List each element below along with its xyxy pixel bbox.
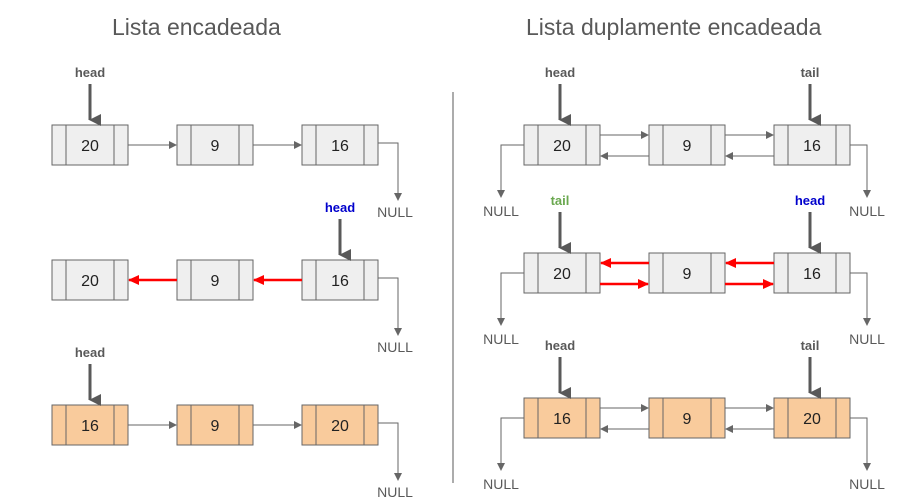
- singly-row-1-node-1-value: 9: [211, 273, 220, 290]
- doubly-row-2-node-1-value: 9: [683, 411, 692, 428]
- doubly-row-0-null-left-label: NULL: [483, 203, 519, 219]
- doubly-row-2-node-2-box: [773, 397, 851, 439]
- singly-row-2-node-2-value: 20: [331, 418, 349, 435]
- doubly-row-1-node-0-value: 20: [553, 266, 571, 283]
- singly-row-0-node-0-box: [51, 124, 129, 166]
- doubly-row-1-node-2-box: [773, 252, 851, 294]
- doubly-row-0-node-2-value: 16: [803, 138, 821, 155]
- singly-row-2-node-1-value: 9: [211, 418, 220, 435]
- singly-row-0-null-label: NULL: [377, 204, 413, 220]
- doubly-row-2-node-1-box: [648, 397, 726, 439]
- doubly-row-0-node-2-box: [773, 124, 851, 166]
- doubly-row-0-null-right-link: [850, 144, 871, 198]
- singly-row-1-null-link: [378, 277, 402, 336]
- doubly-row-2-pointer-1-label: tail: [801, 338, 820, 353]
- singly-row-2-node-0-value: 16: [81, 418, 99, 435]
- doubly-row-0-node-1-box: [648, 124, 726, 166]
- singly-row-2-node-1-box: [176, 404, 254, 446]
- doubly-row-1-null-left-label: NULL: [483, 331, 519, 347]
- doubly-row-1-node-1-box: [648, 252, 726, 294]
- singly-row-2-node-0-box: [51, 404, 129, 446]
- doubly-row-2-null-right-label: NULL: [849, 476, 885, 492]
- singly-linked-list-title: Lista encadeada: [112, 14, 281, 40]
- singly-row-1-null-label: NULL: [377, 339, 413, 355]
- doubly-row-2-null-left-link: [497, 417, 524, 471]
- doubly-row-0-node-1-value: 9: [683, 138, 692, 155]
- singly-row-2-null-label: NULL: [377, 484, 413, 500]
- singly-row-2-node-2-box: [301, 404, 379, 446]
- singly-row-0-null-link: [378, 142, 402, 201]
- singly-row-0-node-2-value: 16: [331, 138, 349, 155]
- doubly-row-2-node-0-value: 16: [553, 411, 571, 428]
- singly-row-0-node-0-value: 20: [81, 138, 99, 155]
- doubly-row-0-pointer-0-label: head: [545, 65, 575, 80]
- singly-row-1-node-0-value: 20: [81, 273, 99, 290]
- doubly-row-1-null-left-link: [497, 272, 524, 326]
- singly-row-1-node-2-value: 16: [331, 273, 349, 290]
- doubly-row-1-null-right-link: [850, 272, 871, 326]
- doubly-row-2-node-2-value: 20: [803, 411, 821, 428]
- doubly-linked-list-title: Lista duplamente encadeada: [526, 14, 822, 40]
- doubly-row-1-pointer-1-label: head: [795, 193, 825, 208]
- doubly-row-2-pointer-0-label: head: [545, 338, 575, 353]
- singly-row-2-pointer-0-label: head: [75, 345, 105, 360]
- singly-row-0-node-2-box: [301, 124, 379, 166]
- doubly-row-1-node-2-value: 16: [803, 266, 821, 283]
- singly-row-0-node-1-value: 9: [211, 138, 220, 155]
- doubly-row-0-node-0-value: 20: [553, 138, 571, 155]
- singly-row-0-node-1-box: [176, 124, 254, 166]
- doubly-row-2-null-left-label: NULL: [483, 476, 519, 492]
- doubly-row-0-null-left-link: [497, 144, 524, 198]
- doubly-row-1-node-1-value: 9: [683, 266, 692, 283]
- singly-row-0-pointer-0-label: head: [75, 65, 105, 80]
- doubly-row-0-pointer-1-label: tail: [801, 65, 820, 80]
- doubly-row-2-null-right-link: [850, 417, 871, 471]
- doubly-row-2-node-0-box: [523, 397, 601, 439]
- singly-row-1-pointer-0-label: head: [325, 200, 355, 215]
- doubly-row-1-node-0-box: [523, 252, 601, 294]
- doubly-row-1-pointer-0-label: tail: [551, 193, 570, 208]
- singly-row-2-null-link: [378, 422, 402, 481]
- doubly-row-1-null-right-label: NULL: [849, 331, 885, 347]
- doubly-row-0-null-right-label: NULL: [849, 203, 885, 219]
